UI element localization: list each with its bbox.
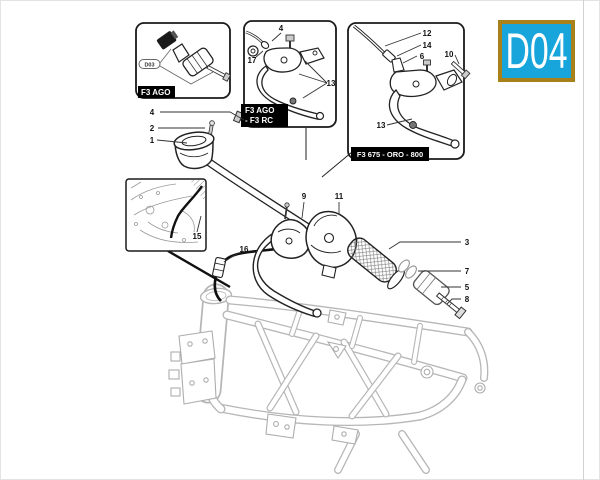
callout-3: 3 bbox=[465, 238, 470, 247]
callout-2: 2 bbox=[150, 124, 155, 133]
spacers-drawing bbox=[398, 259, 417, 279]
inset-lever-oro: 12 14 6 10 13 F3 675 - ORO - 800 bbox=[321, 22, 471, 178]
callout-8: 8 bbox=[465, 295, 470, 304]
callout-inset2-17: 17 bbox=[248, 56, 257, 65]
handlebar-clamp-drawing bbox=[173, 131, 215, 170]
callout-11: 11 bbox=[335, 192, 344, 201]
callout-9: 9 bbox=[302, 192, 307, 201]
switchgear-drawing bbox=[305, 210, 358, 279]
inset-cable-detail: 15 bbox=[125, 178, 207, 252]
variant-label-agorc-line2: - F3 RC bbox=[245, 116, 273, 125]
inset-lever-ago-rc: 4 17 13 F3 AGO - F3 RC bbox=[241, 20, 337, 160]
callout-5: 5 bbox=[465, 283, 470, 292]
ref-tag-d03-text: D03 bbox=[144, 63, 154, 69]
ref-tag-d03 bbox=[138, 59, 161, 69]
callout-inset2-13: 13 bbox=[327, 79, 336, 88]
callout-inset3-13: 13 bbox=[377, 121, 386, 130]
callout-1: 1 bbox=[150, 136, 155, 145]
callout-inset3-12: 12 bbox=[423, 29, 432, 38]
clutch-lever-drawing bbox=[252, 229, 322, 318]
clamp-screw-drawing bbox=[208, 120, 215, 135]
callout-16: 16 bbox=[240, 245, 249, 254]
highlighted-cable bbox=[169, 185, 203, 239]
callout-inset4-15: 15 bbox=[193, 232, 202, 241]
variant-label-oro: F3 675 - ORO - 800 bbox=[357, 150, 423, 159]
callout-inset3-10: 10 bbox=[445, 50, 454, 59]
frame-line-art bbox=[168, 283, 489, 474]
cable-adjuster-drawing bbox=[212, 257, 227, 279]
inset-link-line bbox=[167, 249, 231, 289]
variant-label-oro-box bbox=[351, 147, 429, 161]
inset-bar-end: D03 F3 AGO bbox=[135, 22, 232, 99]
callout-inset3-14: 14 bbox=[423, 41, 432, 50]
variant-label-agorc-line1: F3 AGO bbox=[245, 106, 274, 115]
callout-inset2-4: 4 bbox=[279, 24, 284, 33]
page-code-text: D04 bbox=[506, 23, 568, 79]
variant-label-f3ago-box bbox=[138, 86, 175, 98]
inset2-leader-lines bbox=[255, 32, 328, 99]
callout-leader-lines bbox=[156, 111, 461, 305]
inset3-leader-lines bbox=[384, 32, 460, 126]
page-code-badge-box bbox=[498, 20, 575, 82]
main-callouts: 4 2 1 9 11 16 3 7 5 8 bbox=[150, 108, 470, 304]
callout-inset3-6: 6 bbox=[420, 52, 425, 61]
variant-label-agorc-box bbox=[241, 104, 288, 127]
inset3-connector-line bbox=[321, 151, 353, 178]
callout-4: 4 bbox=[150, 108, 155, 117]
inset4-leader-line bbox=[196, 215, 202, 233]
clutch-perch-drawing bbox=[270, 202, 311, 259]
page-code-badge: D04 bbox=[498, 20, 575, 82]
callout-7: 7 bbox=[465, 267, 470, 276]
variant-label-f3ago: F3 AGO bbox=[141, 88, 170, 97]
